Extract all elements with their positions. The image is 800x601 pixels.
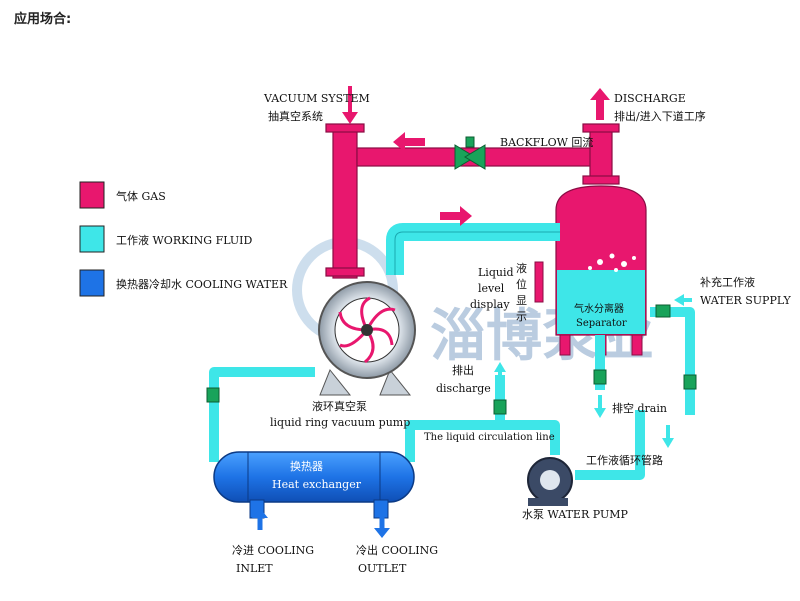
label-drain: 排空 drain xyxy=(612,401,667,415)
page-heading: 应用场合: xyxy=(14,12,72,27)
valve-left xyxy=(206,387,220,403)
level-gauge xyxy=(534,261,544,303)
label-liquid-level-2: level xyxy=(478,282,505,295)
valve-backflow xyxy=(454,136,486,170)
heat-exchanger xyxy=(213,451,415,519)
label-discharge-zh: 排出/进入下道工序 xyxy=(614,109,706,123)
label-circulation-pipe-zh: 工作液循环管路 xyxy=(586,453,663,467)
gas-flange-bottom-left xyxy=(325,267,365,277)
label-separator-zh: 气水分离器 xyxy=(574,302,624,315)
label-cooling-outlet-1: 冷出 COOLING xyxy=(356,543,438,557)
legend-swatch-working-fluid xyxy=(79,225,105,253)
label-separator-en: Separator xyxy=(576,318,627,329)
water-pump xyxy=(527,457,573,506)
label-discharge2-en: discharge xyxy=(436,382,491,395)
gas-pipe-vertical-left xyxy=(332,127,358,279)
label-hx-en: Heat exchanger xyxy=(272,478,362,491)
separator-liquid xyxy=(557,270,645,334)
label-backflow: BACKFLOW 回流 xyxy=(500,135,593,149)
label-hx-zh: 换热器 xyxy=(290,459,323,473)
gas-flange-sep-top xyxy=(582,175,620,185)
valves xyxy=(206,136,697,415)
valve-right xyxy=(683,374,697,390)
vacuum-pump xyxy=(318,281,416,396)
label-liquid-level-zh-3: 显 xyxy=(516,294,527,307)
label-water-pump: 水泵 WATER PUMP xyxy=(522,508,628,521)
separator-bubbles xyxy=(588,253,636,272)
label-water-supply-en: WATER SUPPLY xyxy=(700,294,791,307)
label-liquid-level-zh-4: 示 xyxy=(516,310,527,323)
label-vacuum-system-zh: 抽真空系统 xyxy=(268,109,323,123)
label-discharge-en: DISCHARGE xyxy=(614,92,686,105)
label-liquid-level-zh-2: 位 xyxy=(516,277,527,291)
label-pump-en: liquid ring vacuum pump xyxy=(270,416,410,429)
label-liquid-level-1: Liquid xyxy=(478,266,514,279)
valve-drain xyxy=(593,369,607,385)
label-pump-zh: 液环真空泵 xyxy=(312,399,367,413)
hx-body xyxy=(213,451,415,503)
legend: 气体 GAS 工作液 WORKING FLUID 换热器冷却水 COOLING … xyxy=(79,181,288,297)
label-circulation-line: The liquid circulation line xyxy=(424,432,555,443)
label-discharge2-zh: 排出 xyxy=(452,363,474,377)
legend-swatch-cooling-water xyxy=(79,269,105,297)
label-cooling-outlet-2: OUTLET xyxy=(358,562,407,575)
label-liquid-level-zh-1: 液 xyxy=(516,261,527,275)
legend-swatch-gas xyxy=(79,181,105,209)
flow-arrows xyxy=(252,86,692,538)
label-water-supply-zh: 补充工作液 xyxy=(700,275,755,289)
legend-label-working-fluid: 工作液 WORKING FLUID xyxy=(116,233,253,247)
label-cooling-inlet-1: 冷进 COOLING xyxy=(232,544,314,557)
gas-flange-top-left xyxy=(325,123,365,133)
diagram-labels: VACUUM SYSTEM 抽真空系统 DISCHARGE 排出/进入下道工序 … xyxy=(232,92,791,575)
gas-flange-top-right xyxy=(582,123,620,133)
legend-label-gas: 气体 GAS xyxy=(116,189,166,203)
valve-discharge xyxy=(493,399,507,415)
legend-label-cooling-water: 换热器冷却水 COOLING WATER xyxy=(116,277,288,291)
label-liquid-level-3: display xyxy=(470,298,510,311)
label-cooling-inlet-2: INLET xyxy=(236,562,273,575)
label-vacuum-system-en: VACUUM SYSTEM xyxy=(263,92,370,105)
valve-supply xyxy=(655,304,671,318)
